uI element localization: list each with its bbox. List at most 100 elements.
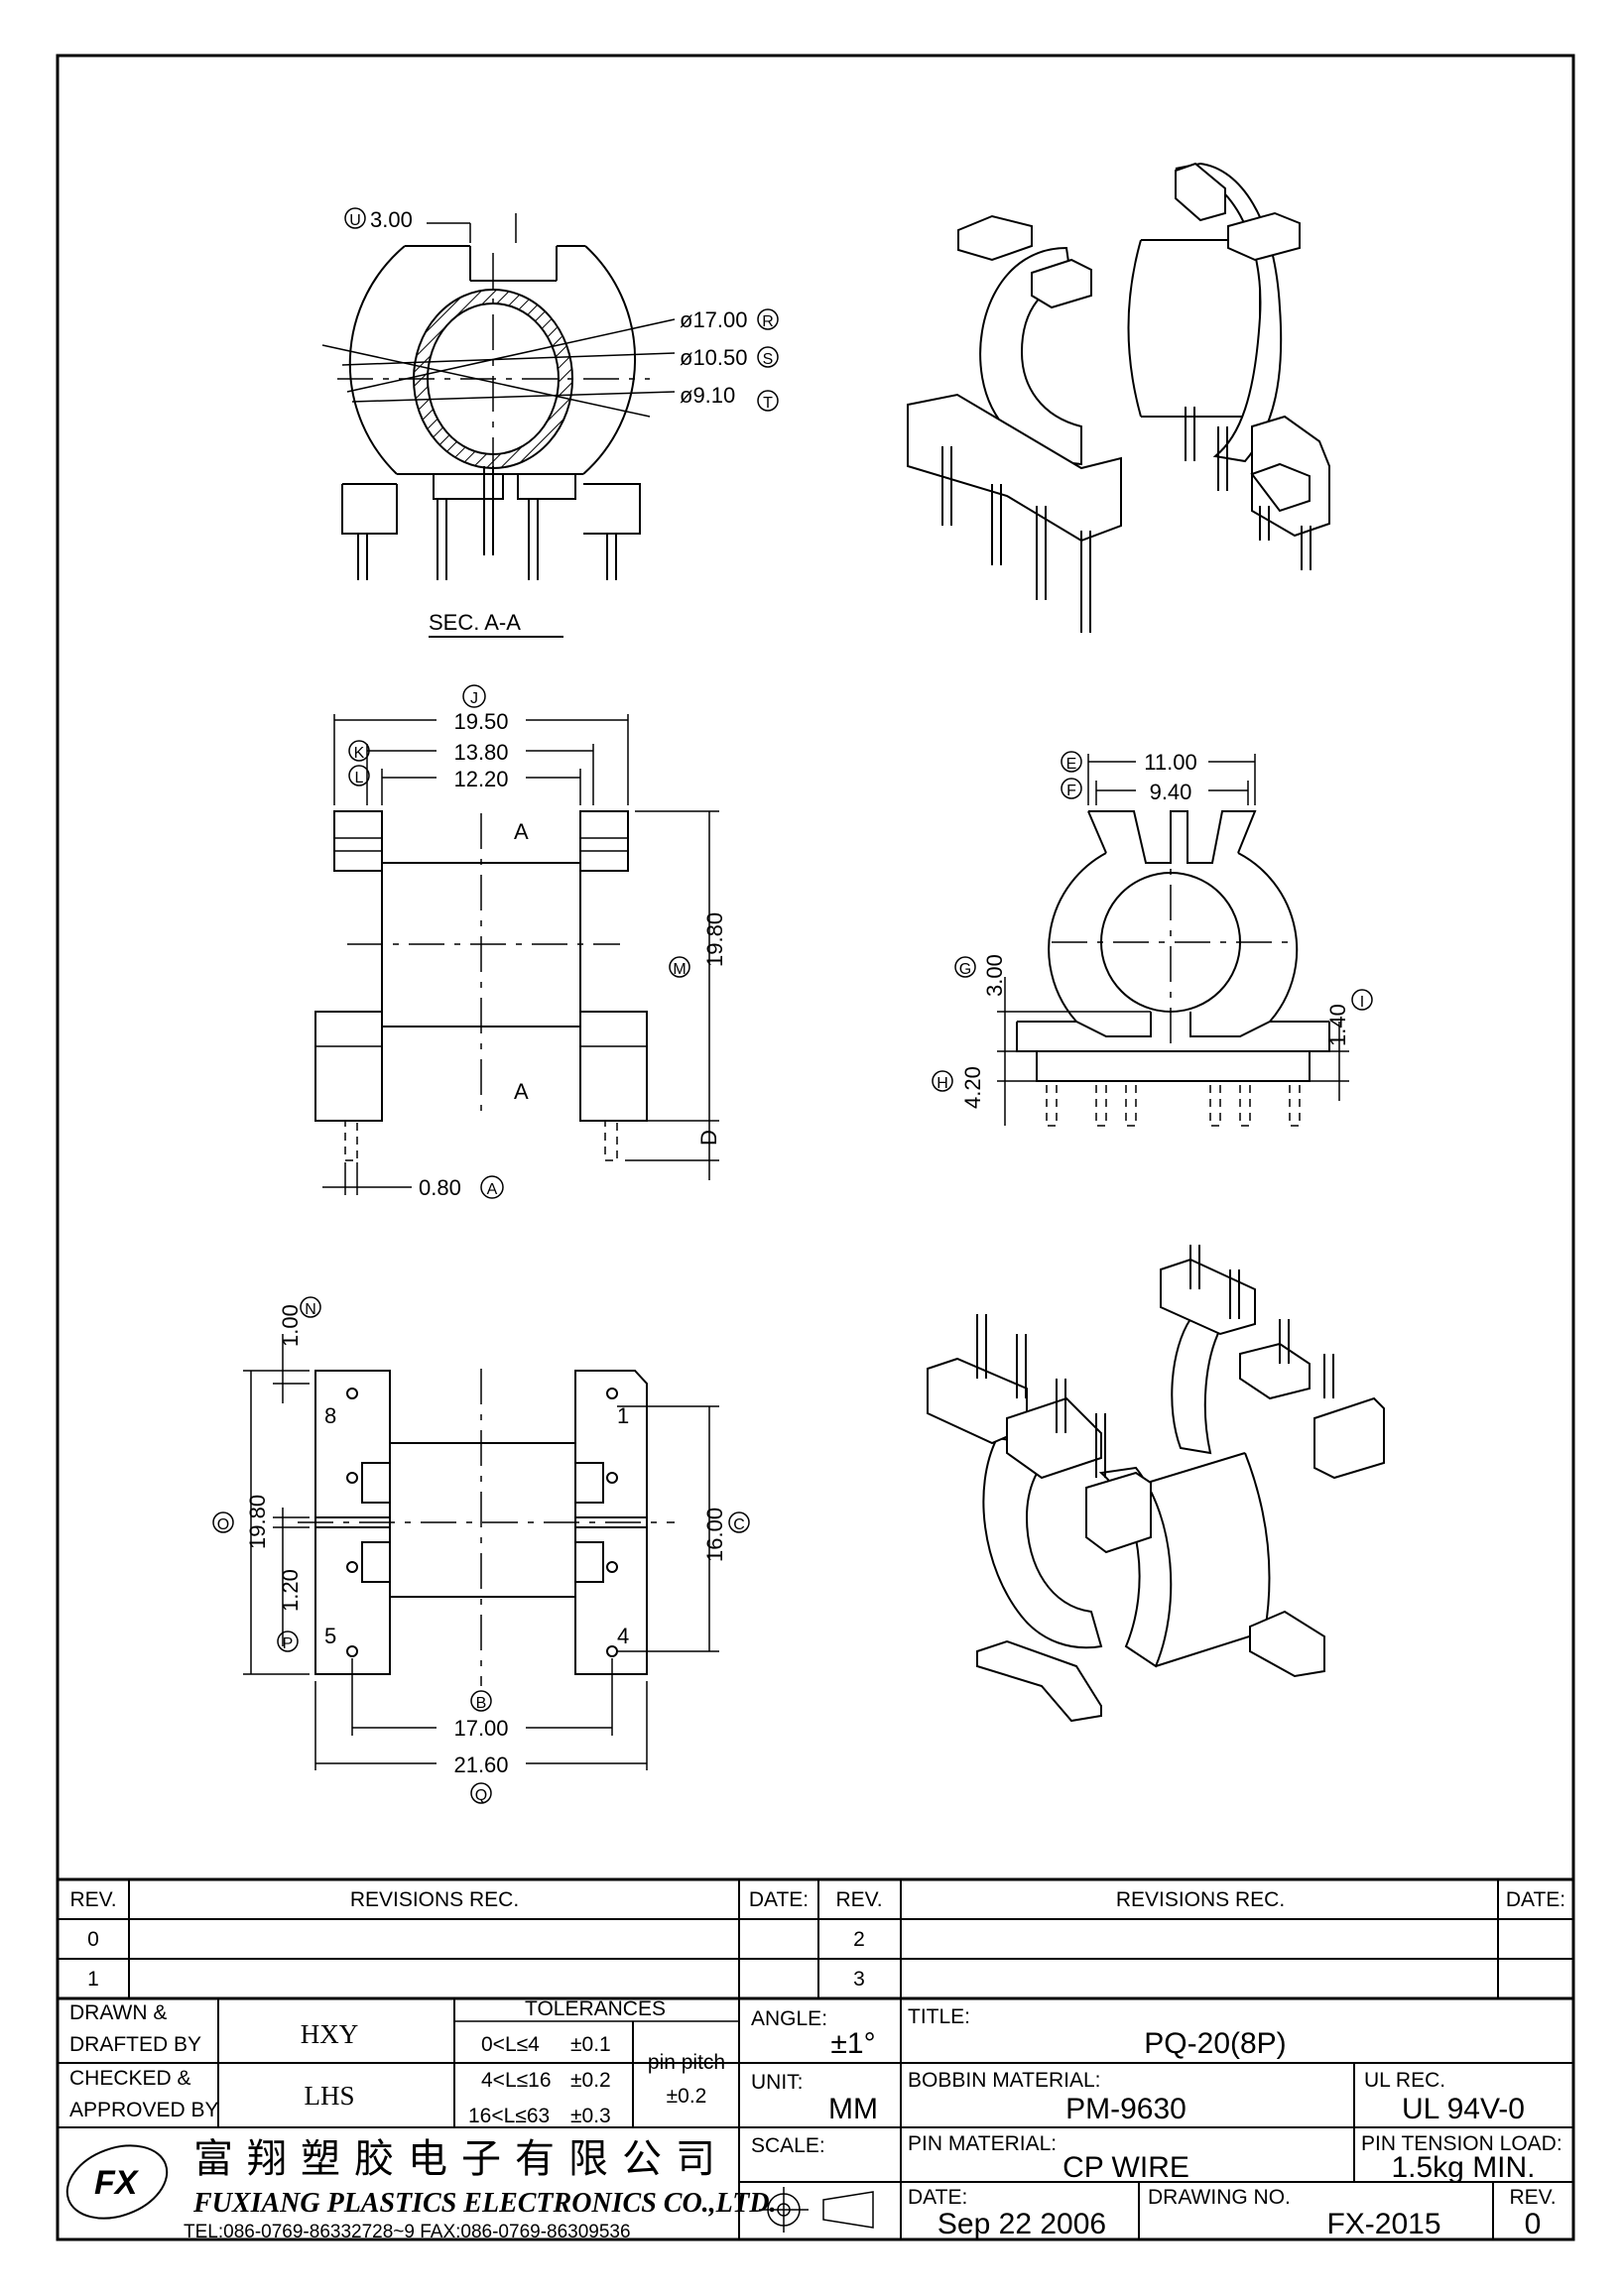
svg-text:T: T [763, 395, 773, 412]
company-name-en: FUXIANG PLASTICS ELECTRONICS CO.,LTD. [192, 2188, 777, 2219]
title-label: TITLE: [908, 2005, 970, 2028]
dim-M: 19.80 [702, 912, 727, 967]
pin-tension-value: 1.5kg MIN. [1391, 2151, 1535, 2184]
dim-S: ø10.50 [680, 345, 748, 370]
unit-value: MM [828, 2093, 878, 2125]
pin-tension-label: PIN TENSION LOAD: [1361, 2132, 1562, 2155]
svg-text:M: M [673, 961, 686, 978]
section-view: U 3.00 ø17.00 R ø10.50 S ø9.10 T SEC. A-… [321, 207, 779, 638]
dim-O: 19.80 [245, 1495, 270, 1549]
dim-U: 3.00 [370, 207, 413, 232]
rev-row-1: 1 [87, 1968, 99, 1991]
sheet-border [56, 54, 1575, 2241]
title-block: REV. REVISIONS REC. DATE: REV. REVISIONS… [58, 1877, 1573, 2242]
tol-value-1: ±0.2 [570, 2069, 611, 2092]
drawn-label-2: DRAFTED BY [69, 2033, 201, 2056]
svg-text:F: F [1066, 783, 1076, 799]
drawing-no-label: DRAWING NO. [1148, 2186, 1291, 2209]
tol-value-2: ±0.3 [570, 2105, 611, 2127]
svg-text:H: H [937, 1075, 948, 1092]
company-name-cn: 富翔塑胶电子有限公司 [193, 2136, 729, 2182]
dim-E: 11.00 [1144, 750, 1196, 775]
rev-row-0: 0 [87, 1928, 99, 1951]
svg-text:S: S [763, 351, 774, 368]
pin-number-4: 4 [617, 1624, 629, 1648]
drawn-by: HXY [301, 2019, 359, 2049]
svg-text:P: P [283, 1635, 294, 1652]
date-value: Sep 22 2006 [937, 2208, 1106, 2240]
ul-rec-label: UL REC. [1364, 2069, 1445, 2092]
dim-N: 1.00 [278, 1304, 303, 1347]
svg-text:Q: Q [475, 1787, 487, 1804]
pin-material-value: CP WIRE [1062, 2151, 1189, 2184]
unit-label: UNIT: [751, 2071, 804, 2094]
svg-text:B: B [476, 1695, 487, 1712]
tol-range-1: 4<L≤16 [481, 2069, 552, 2092]
date-header-right: DATE: [1506, 1888, 1565, 1911]
svg-text:U: U [349, 212, 361, 229]
tol-range-0: 0<L≤4 [481, 2033, 540, 2056]
dim-L: 12.20 [453, 767, 508, 791]
dim-C: 16.00 [702, 1508, 727, 1562]
svg-text:A: A [487, 1181, 498, 1198]
dim-F: 9.40 [1150, 780, 1192, 804]
svg-text:E: E [1066, 756, 1077, 773]
dim-K: 13.80 [453, 740, 508, 765]
revisions-header-right: REVISIONS REC. [1116, 1888, 1285, 1911]
svg-text:L: L [355, 770, 364, 786]
svg-text:FX: FX [94, 2164, 140, 2202]
checked-label-1: CHECKED & [69, 2067, 191, 2090]
dim-R: ø17.00 [680, 307, 748, 332]
checked-by: LHS [304, 2081, 354, 2111]
svg-text:G: G [959, 961, 971, 978]
pin-number-8: 8 [324, 1403, 336, 1428]
svg-text:R: R [762, 313, 774, 330]
pin-pitch-tol: ±0.2 [667, 2085, 707, 2108]
pin-pitch-label: pin pitch [648, 2051, 725, 2074]
tol-value-0: ±0.1 [570, 2033, 611, 2056]
rev-row-3: 3 [853, 1968, 865, 1991]
date-label: DATE: [908, 2186, 967, 2209]
rev-label: REV. [1509, 2186, 1556, 2209]
pin-number-5: 5 [324, 1624, 336, 1648]
company-contact: TEL:086-0769-86332728~9 FAX:086-0769-863… [184, 2222, 631, 2242]
tolerances-header: TOLERANCES [525, 1997, 666, 2020]
svg-text:J: J [470, 690, 478, 707]
projection-symbol-icon [759, 2187, 874, 2233]
rev-header-left: REV. [69, 1888, 116, 1911]
svg-text:C: C [733, 1516, 745, 1533]
ul-rec-value: UL 94V-0 [1402, 2093, 1525, 2125]
dim-B: 17.00 [453, 1716, 508, 1741]
tol-range-2: 16<L≤63 [468, 2105, 550, 2127]
rev-value: 0 [1525, 2208, 1542, 2240]
front-view: A A J 19.50 K 13.80 L 12.20 19.80 M D 0.… [314, 684, 727, 1200]
svg-text:K: K [354, 745, 365, 762]
angle-value: ±1° [830, 2027, 875, 2060]
bobbin-material-label: BOBBIN MATERIAL: [908, 2069, 1101, 2092]
dim-P: 1.20 [278, 1569, 303, 1612]
side-view: E 11.00 F 9.40 3.00 G 4.20 H 1.40 I [932, 750, 1373, 1127]
bottom-view: 8 1 5 4 19.80 O 1.00 N 1.20 P 16.00 C B … [212, 1296, 750, 1804]
svg-text:N: N [305, 1301, 316, 1318]
rev-row-2: 2 [853, 1928, 865, 1951]
checked-label-2: APPROVED BY [69, 2099, 219, 2121]
section-marker-top: A [514, 819, 529, 844]
section-marker-bottom: A [514, 1079, 529, 1104]
rev-header-right: REV. [835, 1888, 882, 1911]
dim-I: 1.40 [1325, 1004, 1350, 1046]
revisions-header-left: REVISIONS REC. [350, 1888, 519, 1911]
scale-label: SCALE: [751, 2134, 825, 2157]
bobbin-material-value: PM-9630 [1065, 2093, 1187, 2125]
isometric-view-bottom [927, 1245, 1385, 1723]
drawn-label-1: DRAWN & [69, 2001, 167, 2024]
svg-text:I: I [1360, 994, 1364, 1011]
isometric-view-top [907, 162, 1330, 633]
date-header-left: DATE: [749, 1888, 809, 1911]
part-title: PQ-20(8P) [1144, 2027, 1286, 2060]
company-logo-icon: FX [65, 2144, 169, 2220]
drawing-no-value: FX-2015 [1326, 2208, 1440, 2240]
angle-label: ANGLE: [751, 2007, 827, 2030]
section-label: SEC. A-A [429, 610, 521, 635]
pin-number-1: 1 [617, 1403, 629, 1428]
